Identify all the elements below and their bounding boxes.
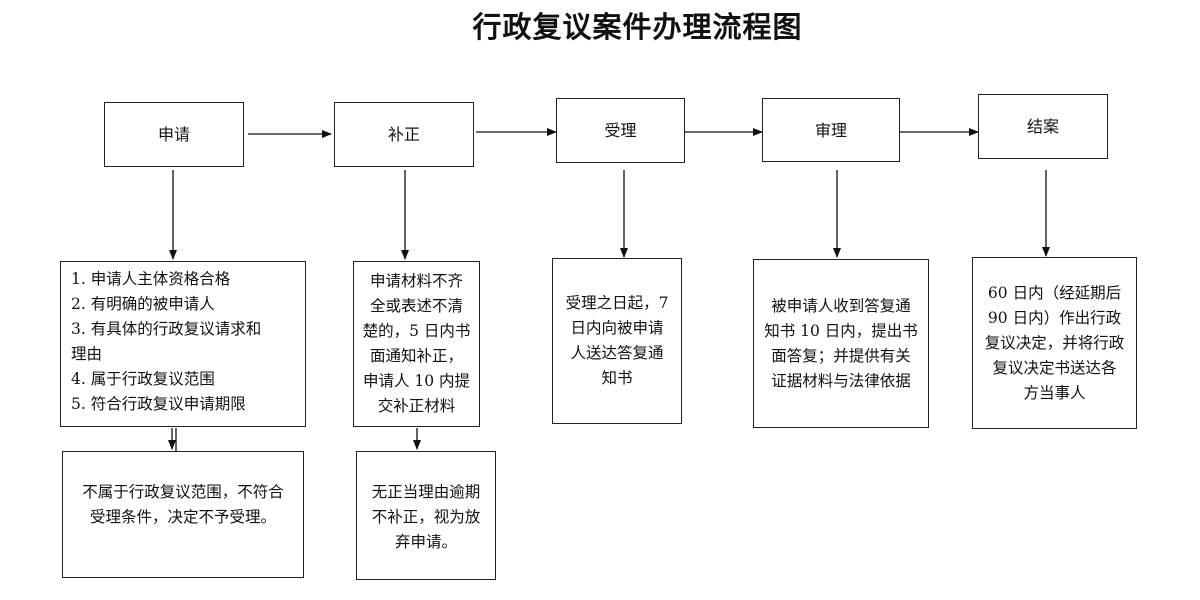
review-rule-box: 被申请人收到答复通 知书 10 日内，提出书 面答复；并提供有关 证据材料与法律…: [753, 259, 929, 428]
condition-1: 1. 申请人主体资格合格: [71, 270, 231, 288]
abandon-line-1: 无正当理由逾期: [371, 483, 481, 501]
review-line-2: 知书 10 日内，提出书: [764, 321, 918, 340]
stage-accept: 受理: [556, 98, 685, 163]
stage-apply-label: 申请: [157, 125, 190, 144]
abandon-line-2: 不补正，视为放: [371, 508, 481, 526]
close-line-2: 90 日内）作出行政: [987, 308, 1122, 327]
stage-close: 结案: [978, 94, 1108, 159]
stage-accept-label: 受理: [604, 121, 637, 140]
condition-3: 3. 有具体的行政复议请求和: [71, 320, 262, 338]
condition-5: 5. 符合行政复议申请期限: [71, 395, 246, 413]
supplement-line-6: 交补正材料: [377, 397, 456, 415]
condition-3-cont: 理由: [71, 345, 103, 363]
stage-close-label: 结案: [1026, 117, 1059, 136]
supplement-line-1: 申请材料不齐: [369, 272, 463, 290]
supplement-rule-box: 申请材料不齐 全或表述不清 楚的，5 日内书 面通知补正， 申请人 10 内提 …: [353, 261, 480, 427]
accept-line-1: 受理之日起，7: [565, 294, 669, 312]
supplement-line-4: 面通知补正，: [369, 347, 463, 365]
apply-conditions-box: 1. 申请人主体资格合格 2. 有明确的被申请人 3. 有具体的行政复议请求和 …: [60, 261, 306, 427]
review-line-3: 面答复；并提供有关: [771, 346, 911, 365]
close-line-5: 方当事人: [1023, 383, 1086, 402]
close-line-4: 复议决定书送达各: [992, 358, 1117, 377]
review-line-1: 被申请人收到答复通: [771, 296, 911, 315]
close-line-1: 60 日内（经延期后: [987, 283, 1122, 302]
reject-line-1: 不属于行政复议范围，不符合: [82, 483, 284, 501]
stage-supplement: 补正: [334, 102, 474, 167]
accept-rule-box: 受理之日起，7 日内向被申请 人送达答复通 知书: [552, 258, 682, 424]
accept-line-3: 人送达答复通: [570, 344, 664, 362]
reject-line-2: 受理条件，决定不予受理。: [89, 508, 276, 526]
stage-supplement-label: 补正: [387, 125, 420, 144]
stage-review: 审理: [762, 98, 900, 162]
abandon-line-3: 弃申请。: [394, 533, 457, 551]
close-rule-box: 60 日内（经延期后 90 日内）作出行政 复议决定，并将行政 复议决定书送达各…: [972, 257, 1137, 429]
condition-2: 2. 有明确的被申请人: [71, 295, 215, 313]
condition-4: 4. 属于行政复议范围: [71, 370, 215, 388]
page-title: 行政复议案件办理流程图: [472, 10, 803, 44]
abandon-outcome-box: 无正当理由逾期 不补正，视为放 弃申请。: [356, 451, 496, 580]
supplement-line-2: 全或表述不清: [369, 297, 463, 315]
reject-outcome-box: 不属于行政复议范围，不符合 受理条件，决定不予受理。: [62, 451, 304, 578]
accept-line-2: 日内向被申请: [570, 319, 664, 337]
supplement-line-5: 申请人 10 内提: [362, 372, 471, 390]
close-line-3: 复议决定，并将行政: [984, 333, 1125, 352]
stage-review-label: 审理: [814, 120, 847, 140]
accept-line-4: 知书: [601, 369, 633, 387]
review-line-4: 证据材料与法律依据: [771, 371, 911, 390]
stage-apply: 申请: [104, 102, 244, 167]
supplement-line-3: 楚的，5 日内书: [362, 322, 471, 340]
